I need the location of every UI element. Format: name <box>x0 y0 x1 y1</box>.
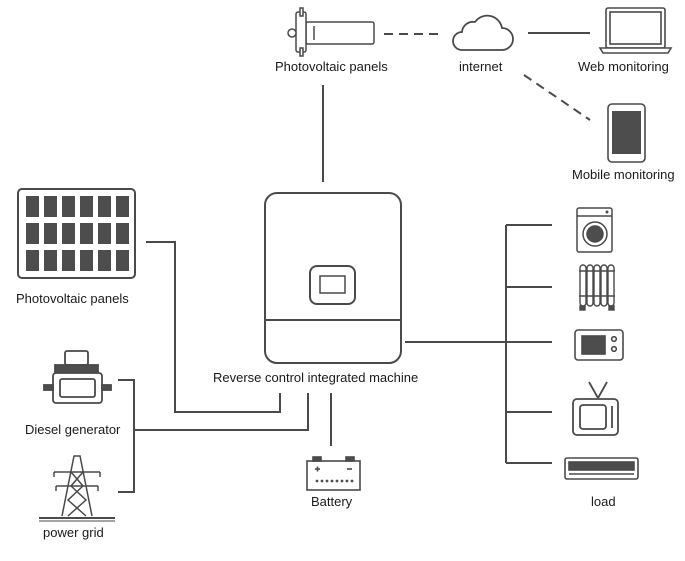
smartphone-icon <box>607 103 646 163</box>
solar-cell <box>98 223 111 244</box>
inverter-icon <box>264 192 402 364</box>
solar-cell <box>116 250 129 271</box>
solar-cell <box>98 196 111 217</box>
television-icon <box>572 381 619 436</box>
connector-bus-inverter <box>134 393 309 431</box>
label-mobile-monitoring: Mobile monitoring <box>572 167 675 182</box>
label-inverter: Reverse control integrated machine <box>213 370 419 385</box>
laptop-icon <box>598 7 673 54</box>
cloud-icon <box>452 14 514 51</box>
label-top-pv: Photovoltaic panels <box>275 59 388 74</box>
connector-solar-inverter <box>146 241 281 413</box>
solar-cell <box>62 223 75 244</box>
air-conditioner-icon <box>564 457 639 480</box>
label-internet: internet <box>459 59 503 74</box>
connector-generator-grid-bus <box>118 379 135 493</box>
solar-cell <box>80 196 93 217</box>
diesel-generator-icon <box>43 350 112 404</box>
solar-cell <box>62 250 75 271</box>
label-battery: Battery <box>311 494 353 509</box>
microwave-icon <box>574 329 624 361</box>
solar-cell <box>116 223 129 244</box>
solar-cell <box>26 250 39 271</box>
solar-cell <box>26 196 39 217</box>
label-left-pv: Photovoltaic panels <box>16 291 129 306</box>
solar-cell <box>44 250 57 271</box>
label-web-monitoring: Web monitoring <box>578 59 669 74</box>
radiator-icon <box>579 264 615 311</box>
label-diesel-generator: Diesel generator <box>25 422 121 437</box>
solar-cell <box>98 250 111 271</box>
solar-cell <box>26 223 39 244</box>
transmission-tower-icon <box>39 455 115 522</box>
solar-cell <box>116 196 129 217</box>
battery-icon <box>306 456 361 491</box>
solar-cell <box>44 196 57 217</box>
pv-panel-top-icon <box>287 7 375 57</box>
washing-machine-icon <box>576 207 613 253</box>
solar-cell <box>44 223 57 244</box>
label-power-grid: power grid <box>43 525 104 540</box>
solar-cell <box>62 196 75 217</box>
connector-internet-mobile <box>523 74 591 121</box>
label-load: load <box>591 494 616 509</box>
solar-panel-icon <box>17 188 136 279</box>
solar-cell <box>80 223 93 244</box>
solar-cell <box>80 250 93 271</box>
